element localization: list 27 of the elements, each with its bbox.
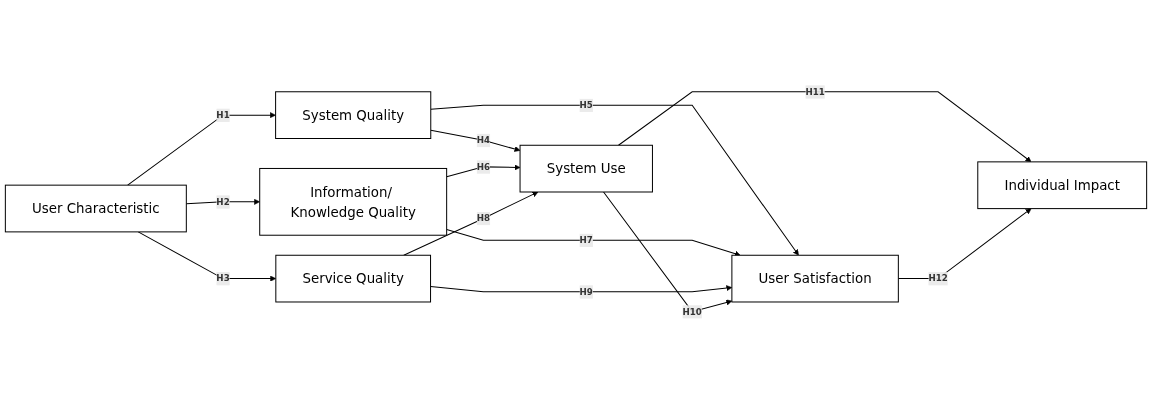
arrow [618, 91, 1032, 162]
arrow [137, 231, 277, 282]
edge-label: H4 [476, 134, 491, 145]
node-box: Information/ Knowledge Quality [259, 167, 448, 236]
edge-label: H9 [579, 286, 593, 297]
node-box: User Satisfaction [731, 254, 899, 303]
node-box: Individual Impact [977, 161, 1148, 209]
edge-label: H12 [928, 273, 948, 284]
arrow [127, 111, 276, 186]
edge-label: H10 [682, 306, 702, 317]
node-box: User Characteristic [4, 184, 187, 233]
arrow [603, 191, 733, 312]
node-box: System Use [519, 144, 653, 193]
edge-label: H2 [216, 196, 230, 207]
arrow [430, 284, 733, 293]
arrow [430, 104, 799, 256]
edge-label: H11 [805, 86, 825, 97]
arrow [897, 208, 1032, 279]
edge-label: H1 [216, 109, 230, 120]
node-box: Service Quality [275, 254, 432, 303]
edge-label: H7 [579, 234, 593, 245]
edge-label: H3 [216, 273, 230, 284]
edge-label: H8 [476, 213, 491, 224]
arrow [430, 129, 521, 152]
edge-label: H5 [579, 99, 593, 110]
node-box: System Quality [275, 91, 432, 139]
edge-label: H6 [476, 161, 491, 172]
